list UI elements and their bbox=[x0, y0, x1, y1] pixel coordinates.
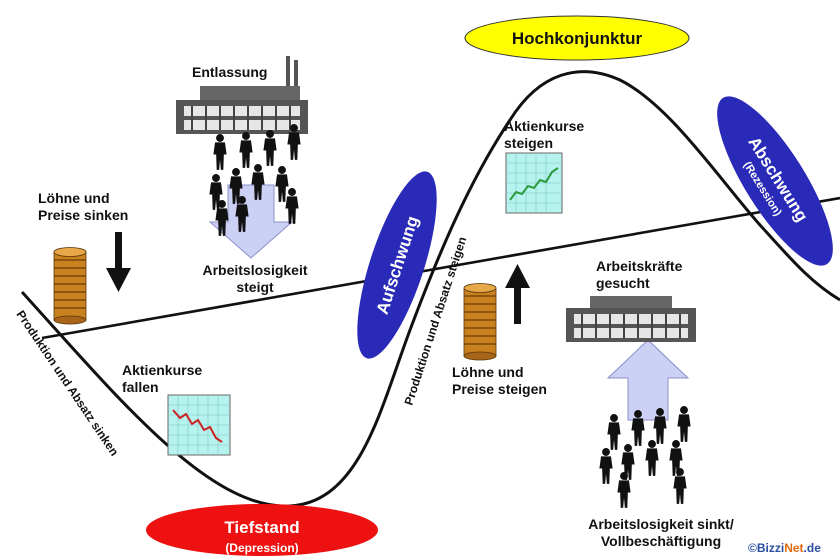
coin-stack-icon bbox=[463, 282, 497, 361]
down-arrow-icon bbox=[106, 232, 131, 292]
stock-chart-icon bbox=[167, 394, 231, 456]
wages-rise-label: Löhne und Preise steigen bbox=[452, 364, 547, 398]
wages-rise-line-2: Preise steigen bbox=[452, 381, 547, 397]
unemployment-rises-line-2: steigt bbox=[236, 279, 274, 295]
peak-label: Hochkonjunktur bbox=[512, 29, 643, 48]
trough-label: Tiefstand bbox=[224, 518, 299, 537]
wages-fall-label: Löhne und Preise sinken bbox=[38, 190, 128, 224]
peak-ellipse bbox=[464, 15, 690, 61]
unemployment-rises-label: Arbeitslosigkeit steigt bbox=[190, 262, 320, 296]
factory-icon bbox=[566, 296, 696, 342]
stocks-fall-line-2: fallen bbox=[122, 379, 159, 395]
credit-highlight: Net bbox=[784, 541, 804, 555]
trough-sublabel: (Depression) bbox=[225, 541, 298, 555]
unemployment-falls-label: Arbeitslosigkeit sinkt/ Vollbeschäftigun… bbox=[566, 516, 756, 550]
upswing-ellipse bbox=[357, 171, 437, 359]
workers-wanted-line-1: Arbeitskräfte bbox=[596, 258, 683, 274]
up-arrow-icon bbox=[505, 264, 530, 324]
stocks-fall-line-1: Aktienkurse bbox=[122, 362, 203, 378]
wages-fall-line-2: Preise sinken bbox=[38, 207, 129, 223]
workers-wanted-line-2: gesucht bbox=[596, 275, 650, 291]
coin-stack-icon bbox=[53, 246, 87, 325]
stocks-fall-label: Aktienkurse fallen bbox=[122, 362, 202, 396]
downswing-ellipse bbox=[717, 96, 833, 266]
unemployment-falls-line-1: Arbeitslosigkeit sinkt/ bbox=[588, 516, 734, 532]
wages-rise-line-1: Löhne und bbox=[452, 364, 524, 380]
trough-ellipse bbox=[146, 504, 378, 556]
factory-icon bbox=[176, 56, 308, 134]
unemployment-rises-line-1: Arbeitslosigkeit bbox=[202, 262, 308, 278]
credit-suffix: .de bbox=[803, 541, 821, 555]
dismissal-label: Entlassung bbox=[192, 64, 268, 80]
workers-wanted-label: Arbeitskräfte gesucht bbox=[596, 258, 682, 292]
stocks-rise-label: Aktienkurse steigen bbox=[504, 118, 584, 152]
stocks-rise-line-1: Aktienkurse bbox=[504, 118, 585, 134]
business-cycle-curve bbox=[20, 70, 840, 508]
trend-line bbox=[41, 196, 840, 340]
credit-text: ©BizziNet.de bbox=[748, 541, 821, 555]
stocks-rise-line-2: steigen bbox=[504, 135, 554, 151]
people-icon bbox=[599, 406, 691, 508]
wages-fall-line-1: Löhne und bbox=[38, 190, 110, 206]
unemployment-falls-line-2: Vollbeschäftigung bbox=[600, 533, 722, 549]
workers-wanted-arrow bbox=[606, 339, 690, 421]
stock-chart-icon bbox=[505, 152, 563, 214]
credit-prefix: ©Bizzi bbox=[748, 541, 785, 555]
